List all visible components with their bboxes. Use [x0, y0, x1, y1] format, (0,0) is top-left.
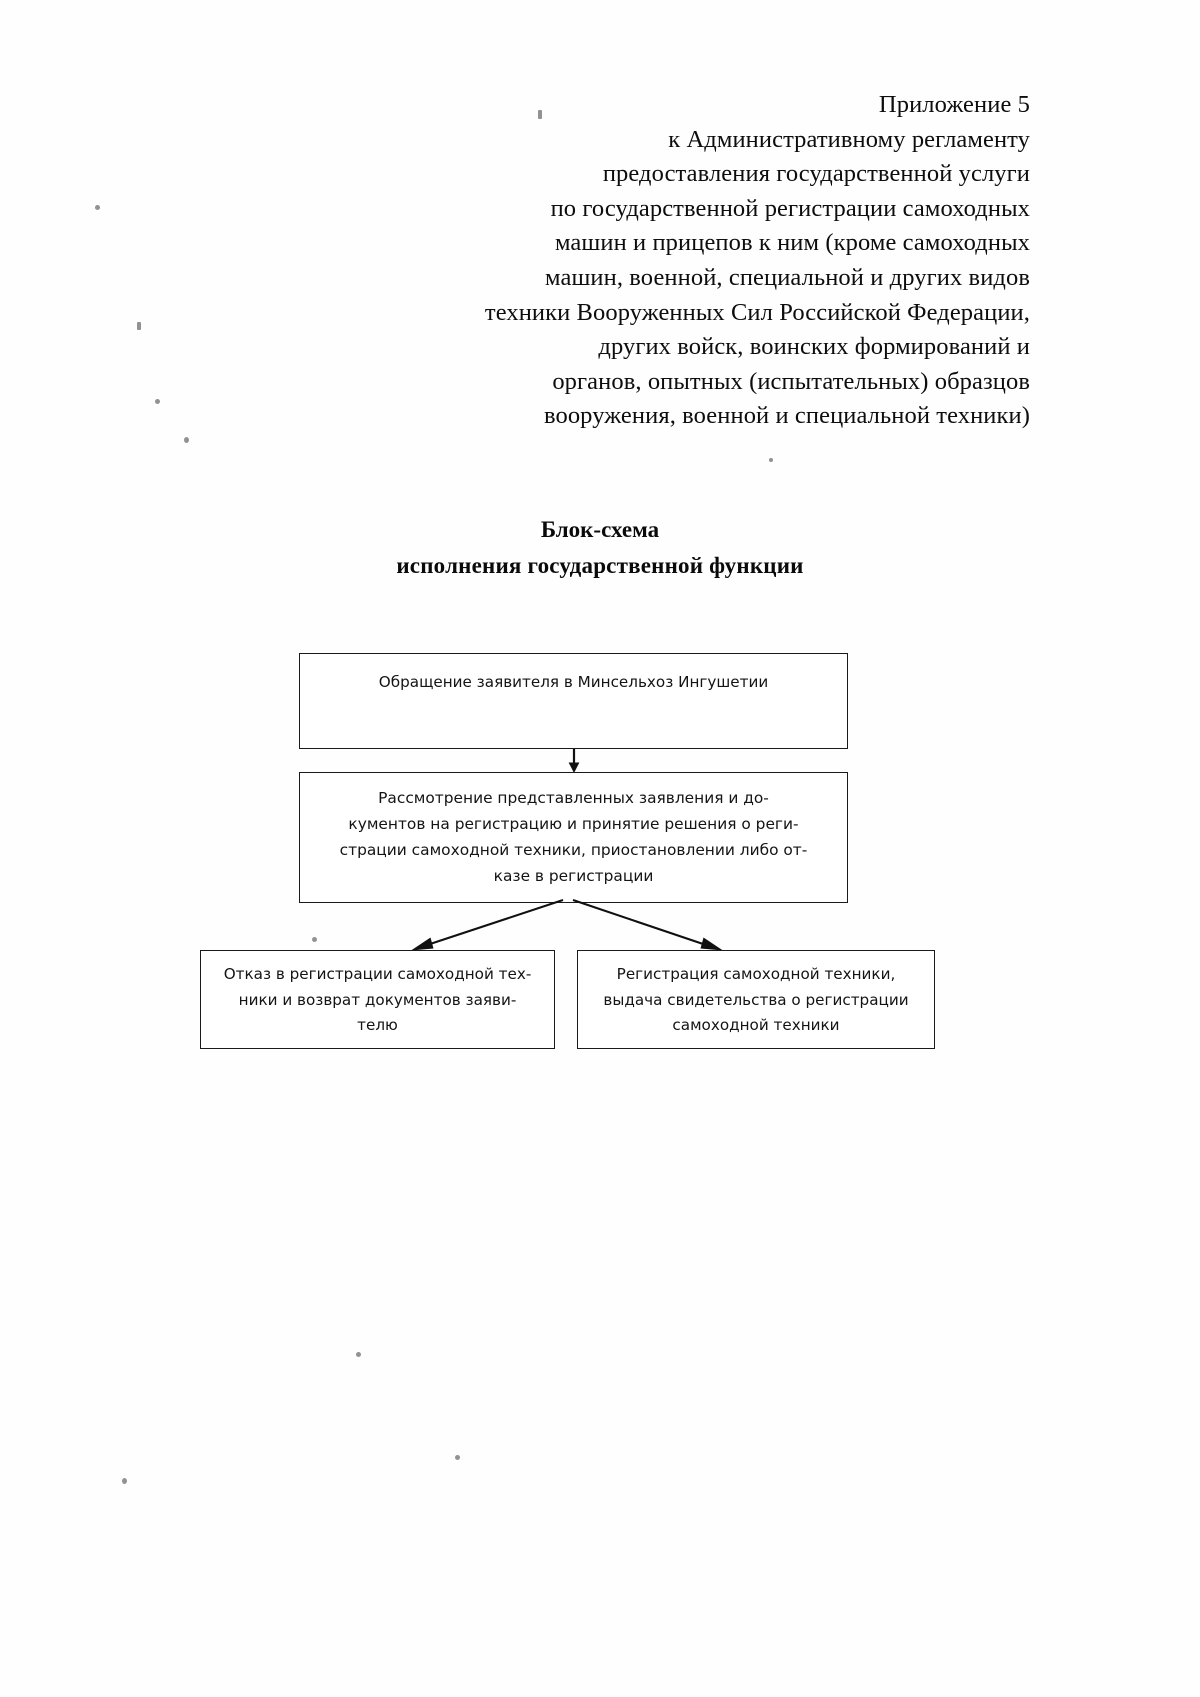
- flow-node-refusal: Отказ в регистрации самоходной тех- ники…: [200, 950, 555, 1049]
- flow-node-registration-line-1: Регистрация самоходной техники,: [616, 965, 896, 983]
- scan-speck: [455, 1455, 460, 1460]
- header-line-10: вооружения, военной и специальной техник…: [543, 402, 1030, 430]
- header-line-1: Приложение 5: [878, 91, 1030, 118]
- flow-node-registration-line-3: самоходной техники: [672, 1016, 840, 1034]
- flow-node-review-line-1: Рассмотрение представленных заявления и …: [378, 789, 769, 807]
- header-line-6: машин, военной, специальной и других вид…: [545, 263, 1030, 291]
- scan-speck: [538, 110, 542, 119]
- connector-review-branches: [395, 898, 740, 958]
- flow-node-review-line-2: кументов на регистрацию и принятие решен…: [348, 815, 799, 833]
- header-line-8: других войск, воинских формирований и: [598, 333, 1030, 361]
- header-line-3: предоставления государственной услуги: [602, 160, 1030, 188]
- flow-node-refusal-line-2: ники и возврат документов заяви-: [238, 990, 517, 1009]
- title-line-1: Блок-схема: [540, 517, 660, 542]
- flow-node-refusal-line-1: Отказ в регистрации самоходной тех-: [223, 965, 532, 983]
- scan-speck: [356, 1352, 361, 1357]
- scan-speck: [184, 437, 189, 443]
- flow-node-review-line-4: казе в регистрации: [493, 867, 654, 885]
- connector-request-to-review: [563, 749, 585, 774]
- flow-node-request: Обращение заявителя в Минсельхоз Ингушет…: [299, 653, 848, 749]
- header-line-4: по государственной регистрации самоходны…: [550, 194, 1030, 222]
- flow-node-registration: Регистрация самоходной техники, выдача с…: [577, 950, 935, 1049]
- page-title: Блок-схема исполнения государственной фу…: [180, 512, 1020, 584]
- scan-speck: [122, 1478, 127, 1484]
- flow-node-registration-line-2: выдача свидетельства о регистрации: [603, 990, 909, 1009]
- scan-speck: [769, 458, 773, 462]
- header-line-5: машин и прицепов к ним (кроме самоходных: [555, 229, 1030, 257]
- scan-speck: [155, 399, 160, 404]
- scan-speck: [312, 937, 317, 942]
- appendix-header: Приложение 5 к Административному регламе…: [430, 88, 1030, 434]
- scan-speck: [95, 205, 100, 210]
- header-line-7: техники Вооруженных Сил Российской Федер…: [484, 298, 1030, 326]
- header-line-9: органов, опытных (испытательных) образцо…: [552, 367, 1030, 395]
- flow-node-review: Рассмотрение представленных заявления и …: [299, 772, 848, 903]
- flow-node-refusal-line-3: телю: [357, 1016, 398, 1034]
- flow-node-request-line-1: Обращение заявителя в Минсельхоз Ингушет…: [378, 673, 769, 691]
- scan-speck: [137, 322, 141, 330]
- title-line-2: исполнения государственной функции: [396, 553, 804, 578]
- flow-node-review-line-3: страции самоходной техники, приостановле…: [339, 841, 808, 859]
- header-line-2: к Административному регламенту: [668, 125, 1030, 153]
